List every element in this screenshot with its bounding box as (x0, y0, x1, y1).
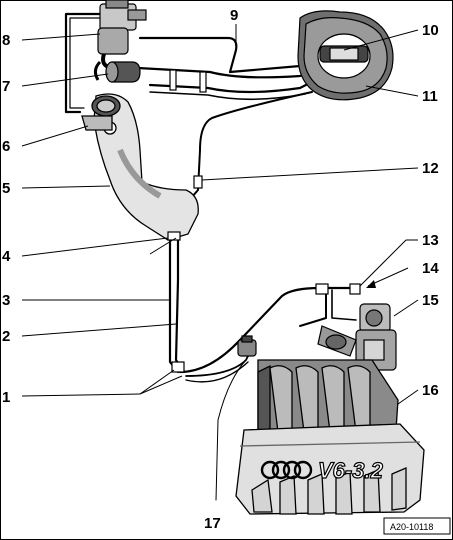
intake-duct-5 (81, 93, 199, 241)
brand-rings-logo (260, 460, 313, 480)
intake-manifold-16 (235, 359, 425, 515)
filter-7 (93, 60, 141, 83)
leader-5 (21, 185, 111, 189)
callout-17: 17 (204, 515, 221, 532)
hose-1-right (178, 286, 360, 374)
hose-9-upper (138, 36, 324, 74)
callout-5: 5 (2, 180, 10, 197)
hose-top-loop-inner (69, 17, 101, 109)
callout-4: 4 (2, 248, 11, 265)
leader-7 (21, 73, 109, 87)
clamp-4 (167, 231, 181, 241)
leader-12 (201, 167, 419, 181)
leader-2 (21, 323, 177, 337)
leader-6 (21, 125, 89, 147)
connector-13 (349, 283, 361, 295)
hose-12 (184, 91, 313, 206)
hose-17-lead (215, 359, 247, 501)
leader-16 (397, 389, 419, 405)
callout-11: 11 (422, 88, 438, 105)
callout-2: 2 (2, 328, 10, 345)
figure-reference: A20-10118 (383, 517, 451, 535)
hose-13-branch (299, 287, 327, 327)
callout-7: 7 (2, 78, 10, 95)
leader-1a (139, 369, 175, 395)
callout-6: 6 (2, 138, 10, 155)
callout-10: 10 (422, 22, 439, 39)
callout-13: 13 (422, 232, 439, 249)
hose-2 (174, 238, 186, 374)
solenoid-valve-8 (97, 0, 147, 70)
clamp-9a (169, 69, 177, 91)
callout-9: 9 (230, 7, 238, 24)
callout-3: 3 (2, 292, 10, 309)
hose-1-lower (185, 361, 249, 383)
callout-8: 8 (2, 32, 10, 49)
hose-top-loop (64, 12, 102, 114)
callout-labels: 1 2 3 4 5 6 7 8 9 10 11 12 13 14 15 16 1… (2, 7, 439, 532)
leader-8 (21, 33, 101, 41)
hose-clamps (167, 69, 361, 373)
hose-13-branch-b (331, 289, 357, 321)
clamp-12 (193, 175, 203, 189)
callout-14: 14 (422, 260, 439, 277)
hose-9-middle (136, 62, 332, 79)
engine-cover-brand-text: V6-3.2 (318, 458, 384, 483)
callout-15: 15 (422, 292, 439, 309)
leader-lines (21, 24, 419, 405)
callout-16: 16 (422, 382, 439, 399)
leader-4b (149, 237, 177, 255)
charcoal-canister-11 (297, 10, 394, 101)
tee-13 (315, 283, 329, 295)
callout-12: 12 (422, 160, 439, 177)
leader-10 (343, 29, 419, 51)
leader-13b (359, 239, 407, 287)
leader-1b (139, 375, 183, 395)
leader-1 (21, 393, 141, 397)
valve-17 (237, 335, 257, 357)
leader-11 (365, 85, 419, 97)
hose-9-lower (148, 68, 337, 94)
leader-4a (21, 237, 169, 257)
leader-15 (393, 299, 419, 317)
callout-1: 1 (2, 389, 10, 406)
figure-ref-text: A20-10118 (390, 522, 433, 532)
clamp-1 (171, 361, 185, 373)
clamp-9b (199, 71, 207, 93)
arrow-14 (366, 267, 409, 288)
